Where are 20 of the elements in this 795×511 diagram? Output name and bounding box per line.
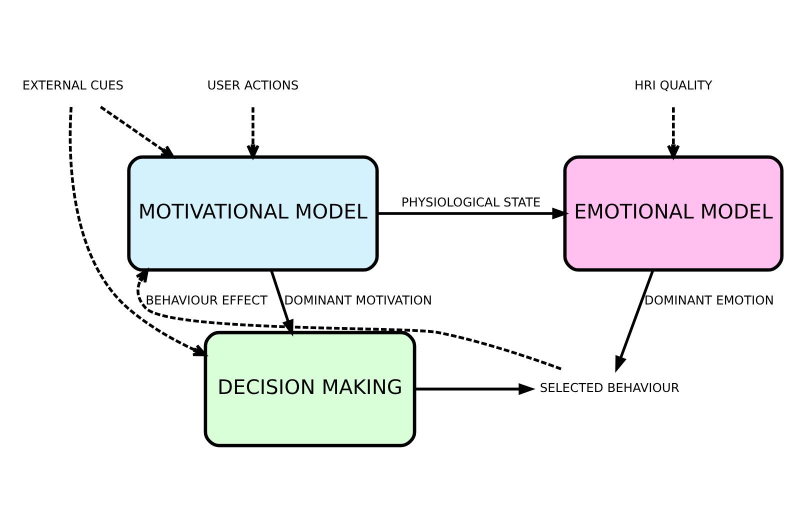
node-box: DECISION MAKING <box>204 330 416 447</box>
node-text: USER ACTIONS <box>207 78 299 92</box>
edge-label: PHYSIOLOGICAL STATE <box>401 195 541 210</box>
node-text: SELECTED BEHAVIOUR <box>540 380 680 395</box>
node-text: HRI QUALITY <box>634 78 712 92</box>
arrow <box>615 269 654 372</box>
arrow <box>246 106 260 158</box>
edge-label: BEHAVIOUR EFFECT <box>146 292 268 307</box>
edge-label: DOMINANT EMOTION <box>644 292 774 307</box>
arrow <box>270 270 294 336</box>
arrow <box>377 207 570 219</box>
arrow <box>100 105 174 158</box>
arrow <box>135 268 562 370</box>
arrow <box>666 106 680 158</box>
node-text: EXTERNAL CUES <box>22 78 124 92</box>
arrow <box>68 106 207 356</box>
edge-label: DOMINANT MOTIVATION <box>284 292 432 307</box>
arrow <box>414 382 536 394</box>
node-box: EMOTIONAL MODEL <box>563 154 784 272</box>
node-box: MOTIVATIONAL MODEL <box>127 154 379 272</box>
